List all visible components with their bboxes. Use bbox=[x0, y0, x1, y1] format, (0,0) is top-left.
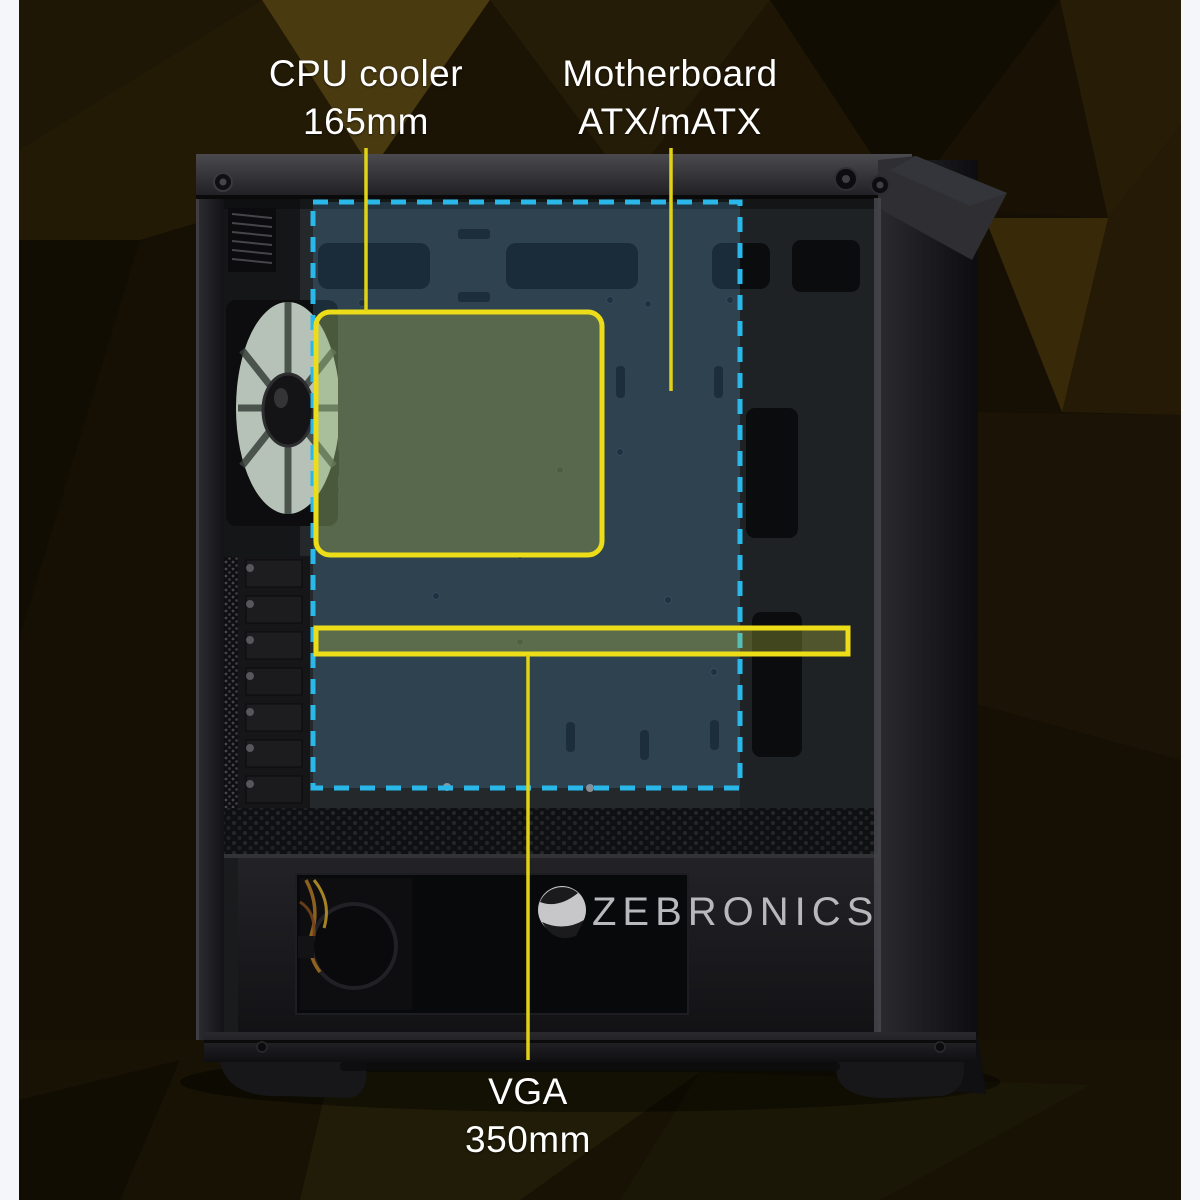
psu-opening bbox=[295, 873, 689, 1015]
psu-cables bbox=[304, 879, 322, 974]
cpu-cooler-label-line2: 165mm bbox=[303, 101, 429, 142]
pci-screws bbox=[246, 564, 254, 788]
case-left-panel bbox=[196, 160, 224, 1040]
logo-text: ZEBRONICS bbox=[592, 890, 879, 934]
tray-screw bbox=[586, 784, 594, 792]
rail-screw-icon bbox=[934, 1041, 946, 1053]
annotation-overlays bbox=[310, 148, 851, 1060]
psu-shroud: ZEBRONICS bbox=[224, 808, 879, 1036]
rear-vent-grille bbox=[228, 208, 276, 272]
cpu-cooler-callout: CPU cooler 165mm bbox=[196, 50, 536, 146]
case-bottom bbox=[204, 1032, 976, 1099]
left-panel-edge bbox=[196, 160, 199, 1040]
logo-emblem-icon bbox=[538, 886, 586, 939]
page-margin-right bbox=[1181, 0, 1200, 1200]
vga-clearance-bar bbox=[313, 625, 851, 657]
front-frame-edge bbox=[874, 198, 881, 1034]
thumbscrews bbox=[834, 167, 890, 195]
cpu-cooler-label-line1: CPU cooler bbox=[268, 53, 464, 94]
page-margin-left bbox=[0, 0, 19, 1200]
motherboard-tray bbox=[224, 196, 878, 812]
vga-callout: VGA 350mm bbox=[378, 1068, 678, 1164]
motherboard-label-line2: ATX/mATX bbox=[578, 101, 762, 142]
pc-case-photo: ZEBRONICS bbox=[180, 154, 1007, 1112]
cpu-cooler-area-box bbox=[313, 309, 605, 558]
zebronics-logo: ZEBRONICS bbox=[538, 886, 879, 939]
cable-cutouts bbox=[318, 240, 860, 757]
vga-label-line2: 350mm bbox=[465, 1119, 591, 1160]
case-front-panel bbox=[874, 156, 1007, 1094]
case-foot bbox=[220, 1062, 367, 1098]
pci-slot-covers bbox=[216, 556, 310, 808]
case-top-rail bbox=[196, 154, 912, 199]
rail-screw-icon bbox=[256, 1041, 268, 1053]
motherboard-label-line1: Motherboard bbox=[562, 53, 778, 94]
case-foot bbox=[835, 1062, 965, 1099]
motherboard-callout: Motherboard ATX/mATX bbox=[500, 50, 840, 146]
vga-label-line1: VGA bbox=[488, 1071, 568, 1112]
